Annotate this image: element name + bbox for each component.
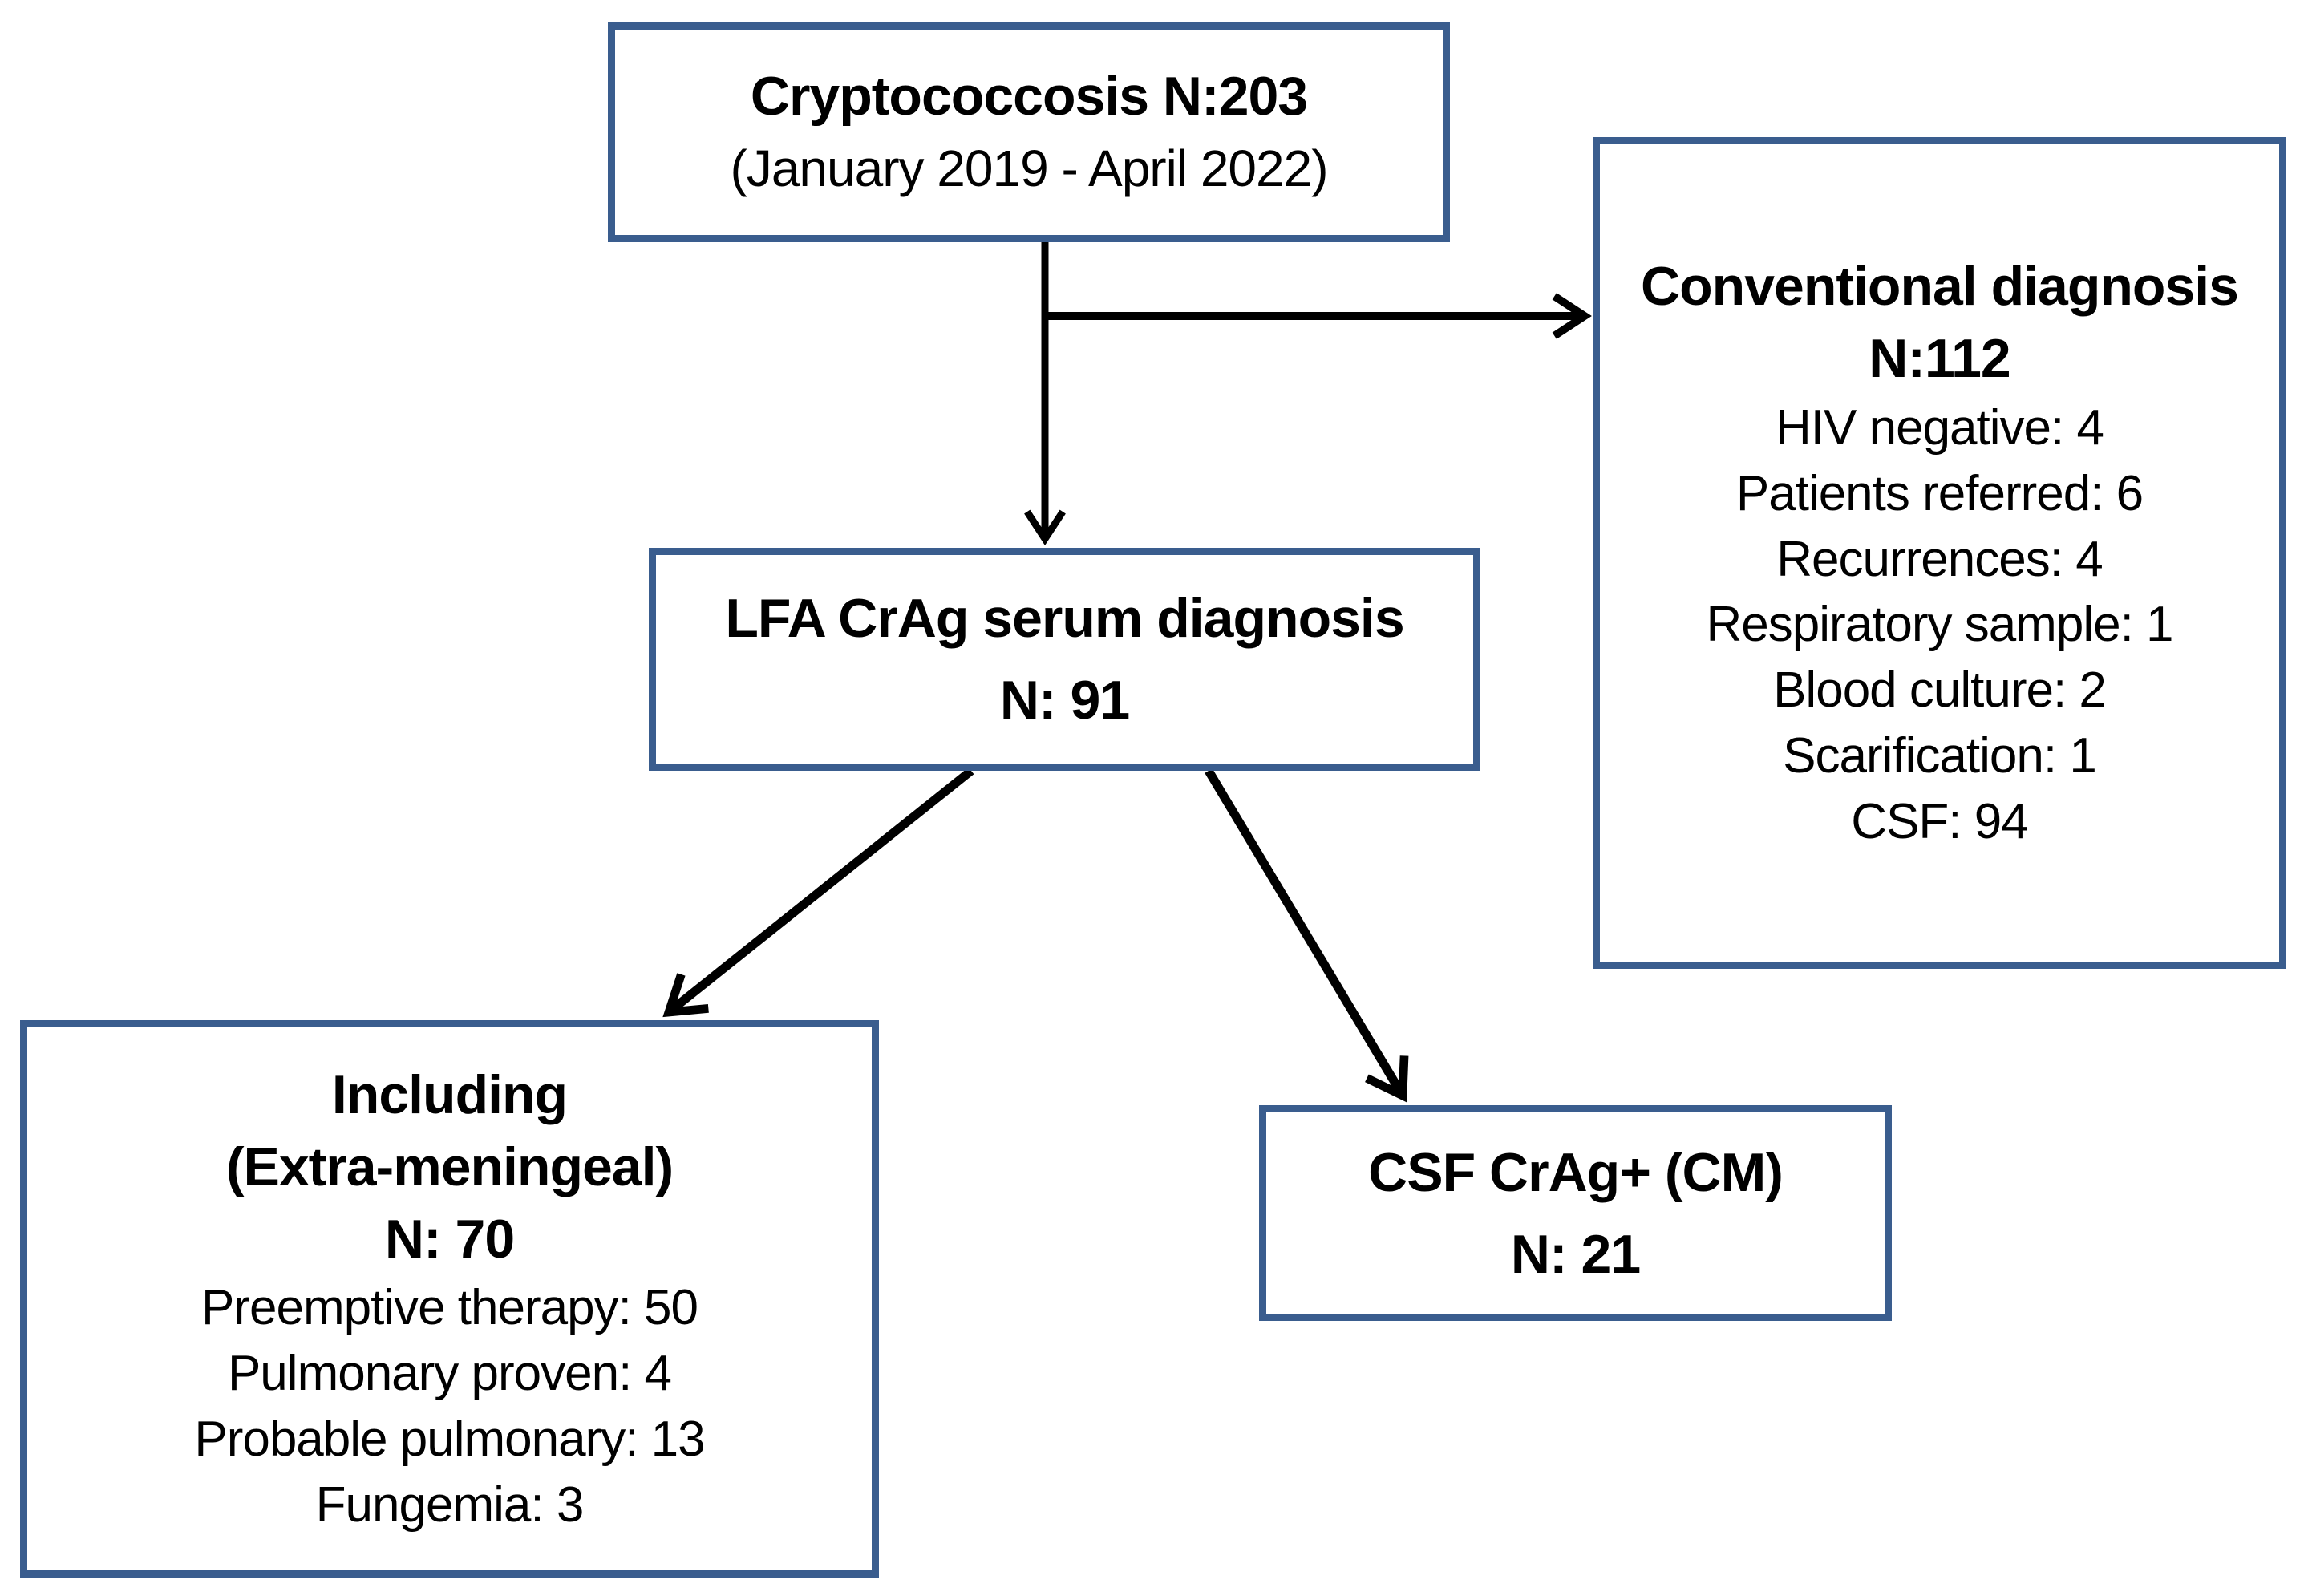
including-title: Including: [331, 1064, 568, 1126]
lfa-title: LFA CrAg serum diagnosis: [725, 588, 1404, 649]
box-including-extra-meningeal: Including (Extra-meningeal) N: 70 Preemp…: [20, 1020, 879, 1578]
box-lfa-crag-serum: LFA CrAg serum diagnosis N: 91: [649, 548, 1480, 771]
list-item: Fungemia: 3: [315, 1477, 585, 1533]
list-item: Recurrences: 4: [1776, 531, 2103, 587]
box-csf-crag-cm: CSF CrAg+ (CM) N: 21: [1259, 1105, 1892, 1321]
csf-count: N: 21: [1510, 1223, 1641, 1285]
list-item: Preemptive therapy: 50: [200, 1280, 698, 1336]
conventional-title: Conventional diagnosis: [1641, 256, 2239, 318]
csf-title: CSF CrAg+ (CM): [1368, 1141, 1784, 1203]
lfa-count: N: 91: [999, 670, 1130, 731]
list-item: CSF: 94: [1851, 793, 2028, 849]
arrow-lfa-to-csf: [1205, 768, 1409, 1103]
including-subtitle: (Extra-meningeal): [225, 1136, 674, 1197]
list-item: Scarification: 1: [1783, 727, 2097, 784]
conventional-count: N:112: [1869, 328, 2010, 390]
cryptococcosis-title: Cryptococcosis N:203: [750, 65, 1308, 127]
box-cryptococcosis: Cryptococcosis N:203 (January 2019 - Apr…: [608, 22, 1450, 242]
list-item: HIV negative: 4: [1776, 399, 2104, 456]
including-count: N: 70: [384, 1208, 515, 1270]
arrow-lfa-to-including: [662, 767, 974, 1018]
cryptococcosis-date-range: (January 2019 - April 2022): [730, 139, 1329, 197]
list-item: Patients referred: 6: [1735, 465, 2144, 521]
list-item: Respiratory sample: 1: [1706, 597, 2173, 653]
list-item: Blood culture: 2: [1773, 662, 2107, 719]
list-item: Probable pulmonary: 13: [194, 1412, 705, 1468]
box-conventional-diagnosis: Conventional diagnosis N:112 HIV negativ…: [1593, 137, 2286, 969]
list-item: Pulmonary proven: 4: [227, 1346, 672, 1402]
